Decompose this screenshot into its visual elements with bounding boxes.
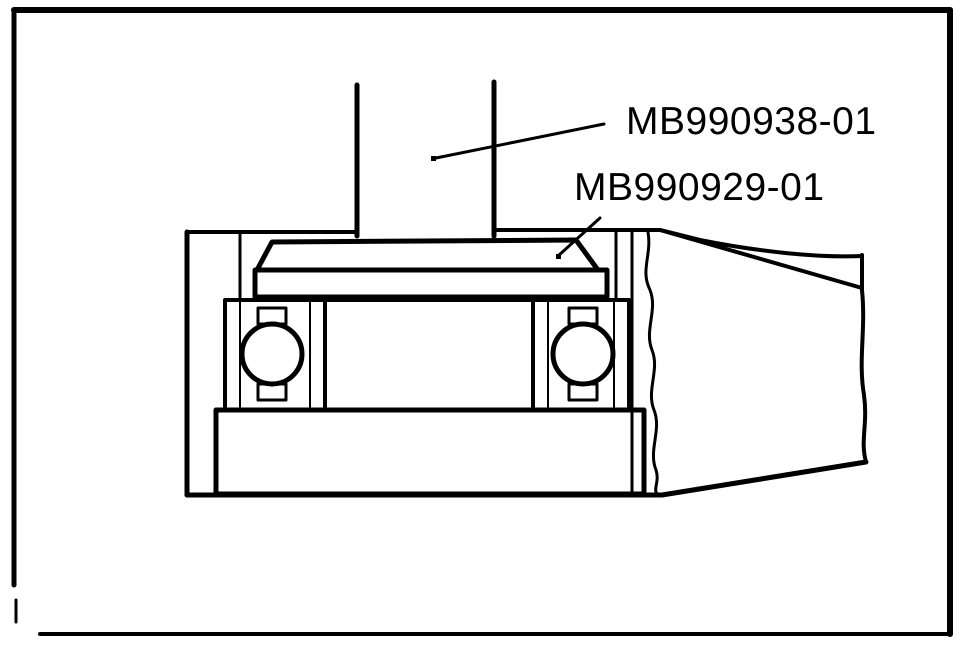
adapter-ring bbox=[252, 237, 610, 300]
bearing-ball-right bbox=[550, 321, 616, 387]
figure-frame bbox=[11, 7, 953, 637]
bearing-ball-left bbox=[239, 321, 305, 387]
leader-lines bbox=[434, 122, 606, 258]
bearing bbox=[213, 298, 647, 497]
label-tool-mb990929: MB990929-01 bbox=[574, 166, 825, 209]
label-tool-mb990938: MB990938-01 bbox=[626, 100, 877, 143]
installer-shaft bbox=[354, 79, 497, 239]
